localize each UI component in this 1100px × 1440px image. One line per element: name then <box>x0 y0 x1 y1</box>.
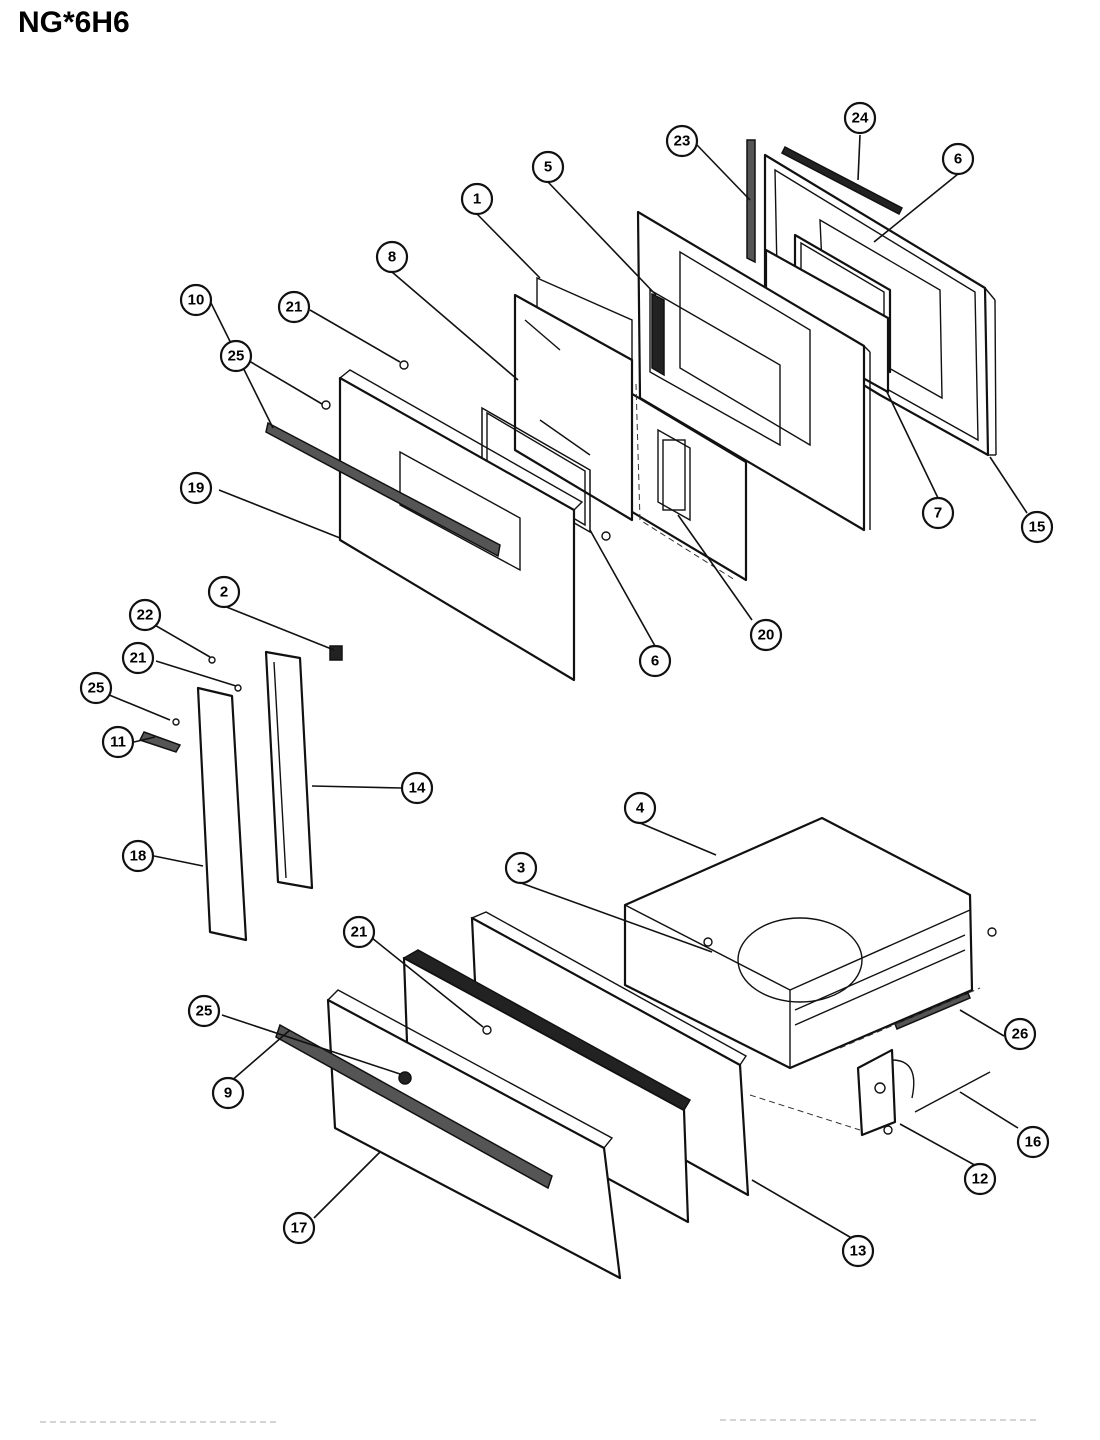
callout-10: 10 <box>179 283 213 317</box>
callout-4: 4 <box>623 791 657 825</box>
callout-12: 12 <box>963 1162 997 1196</box>
svg-text:2: 2 <box>220 584 228 601</box>
part-top-trim <box>780 145 904 216</box>
leader-lines <box>101 134 1028 1241</box>
callout-5: 5 <box>531 150 565 184</box>
svg-text:7: 7 <box>934 505 942 522</box>
callout-11: 11 <box>101 725 135 759</box>
svg-text:4: 4 <box>636 800 645 817</box>
svg-text:18: 18 <box>130 848 147 865</box>
callout-22: 22 <box>128 598 162 632</box>
callout-24: 24 <box>843 101 877 135</box>
callout-6-upper: 6 <box>941 142 975 176</box>
diagram-title: NG*6H6 <box>18 6 130 39</box>
guide-lines <box>635 383 981 1131</box>
svg-text:16: 16 <box>1025 1134 1042 1151</box>
part-slide-bracket <box>856 1048 915 1137</box>
svg-text:23: 23 <box>674 133 691 150</box>
part-hinge-receptacle <box>329 645 343 661</box>
callout-6-lower: 6 <box>638 644 672 678</box>
callout-9: 9 <box>211 1076 245 1110</box>
callout-19: 19 <box>179 471 213 505</box>
callout-3: 3 <box>504 851 538 885</box>
callout-2: 2 <box>207 575 241 609</box>
callout-21-lower: 21 <box>342 915 376 949</box>
svg-text:1: 1 <box>473 191 481 208</box>
callout-7: 7 <box>921 496 955 530</box>
svg-text:21: 21 <box>130 650 147 667</box>
callout-25-lower: 25 <box>187 994 221 1028</box>
part-side-trim-right <box>264 650 314 890</box>
part-door-frame <box>636 210 871 532</box>
callout-25-middle: 25 <box>79 671 113 705</box>
svg-text:5: 5 <box>544 159 552 176</box>
part-screws-upper <box>321 360 611 541</box>
part-side-trim-left <box>196 686 248 942</box>
svg-text:26: 26 <box>1012 1026 1029 1043</box>
callout-13: 13 <box>841 1234 875 1268</box>
svg-text:6: 6 <box>651 653 659 670</box>
svg-text:19: 19 <box>188 480 205 497</box>
part-clip <box>138 731 182 753</box>
svg-text:21: 21 <box>286 299 303 316</box>
svg-text:13: 13 <box>850 1243 867 1260</box>
svg-text:11: 11 <box>110 734 126 751</box>
svg-text:10: 10 <box>188 292 205 309</box>
svg-text:20: 20 <box>758 627 775 644</box>
svg-text:25: 25 <box>196 1003 213 1020</box>
svg-text:14: 14 <box>409 780 426 797</box>
svg-text:21: 21 <box>351 924 368 941</box>
svg-text:12: 12 <box>972 1171 989 1188</box>
svg-text:3: 3 <box>517 860 525 877</box>
part-drawer-body <box>623 816 974 1070</box>
callout-1: 1 <box>460 182 494 216</box>
part-drawer-middle-panel <box>402 949 692 1224</box>
part-door-handle <box>265 421 501 558</box>
callout-8: 8 <box>375 240 409 274</box>
scan-artifacts <box>40 1419 1040 1423</box>
svg-text:24: 24 <box>852 110 869 127</box>
callout-21-upper: 21 <box>277 290 311 324</box>
callout-25-upper: 25 <box>219 339 253 373</box>
callout-16: 16 <box>1016 1125 1050 1159</box>
callout-23: 23 <box>665 124 699 158</box>
svg-text:25: 25 <box>228 348 245 365</box>
callout-17: 17 <box>282 1211 316 1245</box>
callout-18: 18 <box>121 839 155 873</box>
svg-text:6: 6 <box>954 151 962 168</box>
svg-text:25: 25 <box>88 680 105 697</box>
part-seal-strip <box>746 139 756 264</box>
svg-text:22: 22 <box>137 607 154 624</box>
part-gasket-lower <box>481 406 591 534</box>
part-screws-lower <box>398 927 997 1135</box>
callout-26: 26 <box>1003 1017 1037 1051</box>
svg-text:9: 9 <box>224 1085 232 1102</box>
part-rod <box>914 1071 991 1113</box>
part-door-glass <box>513 293 634 522</box>
part-screws-side <box>172 656 242 726</box>
callout-20: 20 <box>749 618 783 652</box>
callout-21-middle: 21 <box>121 641 155 675</box>
svg-text:15: 15 <box>1029 519 1046 536</box>
svg-text:17: 17 <box>291 1220 308 1237</box>
svg-text:8: 8 <box>388 249 396 266</box>
callout-14: 14 <box>400 771 434 805</box>
callout-15: 15 <box>1020 510 1054 544</box>
